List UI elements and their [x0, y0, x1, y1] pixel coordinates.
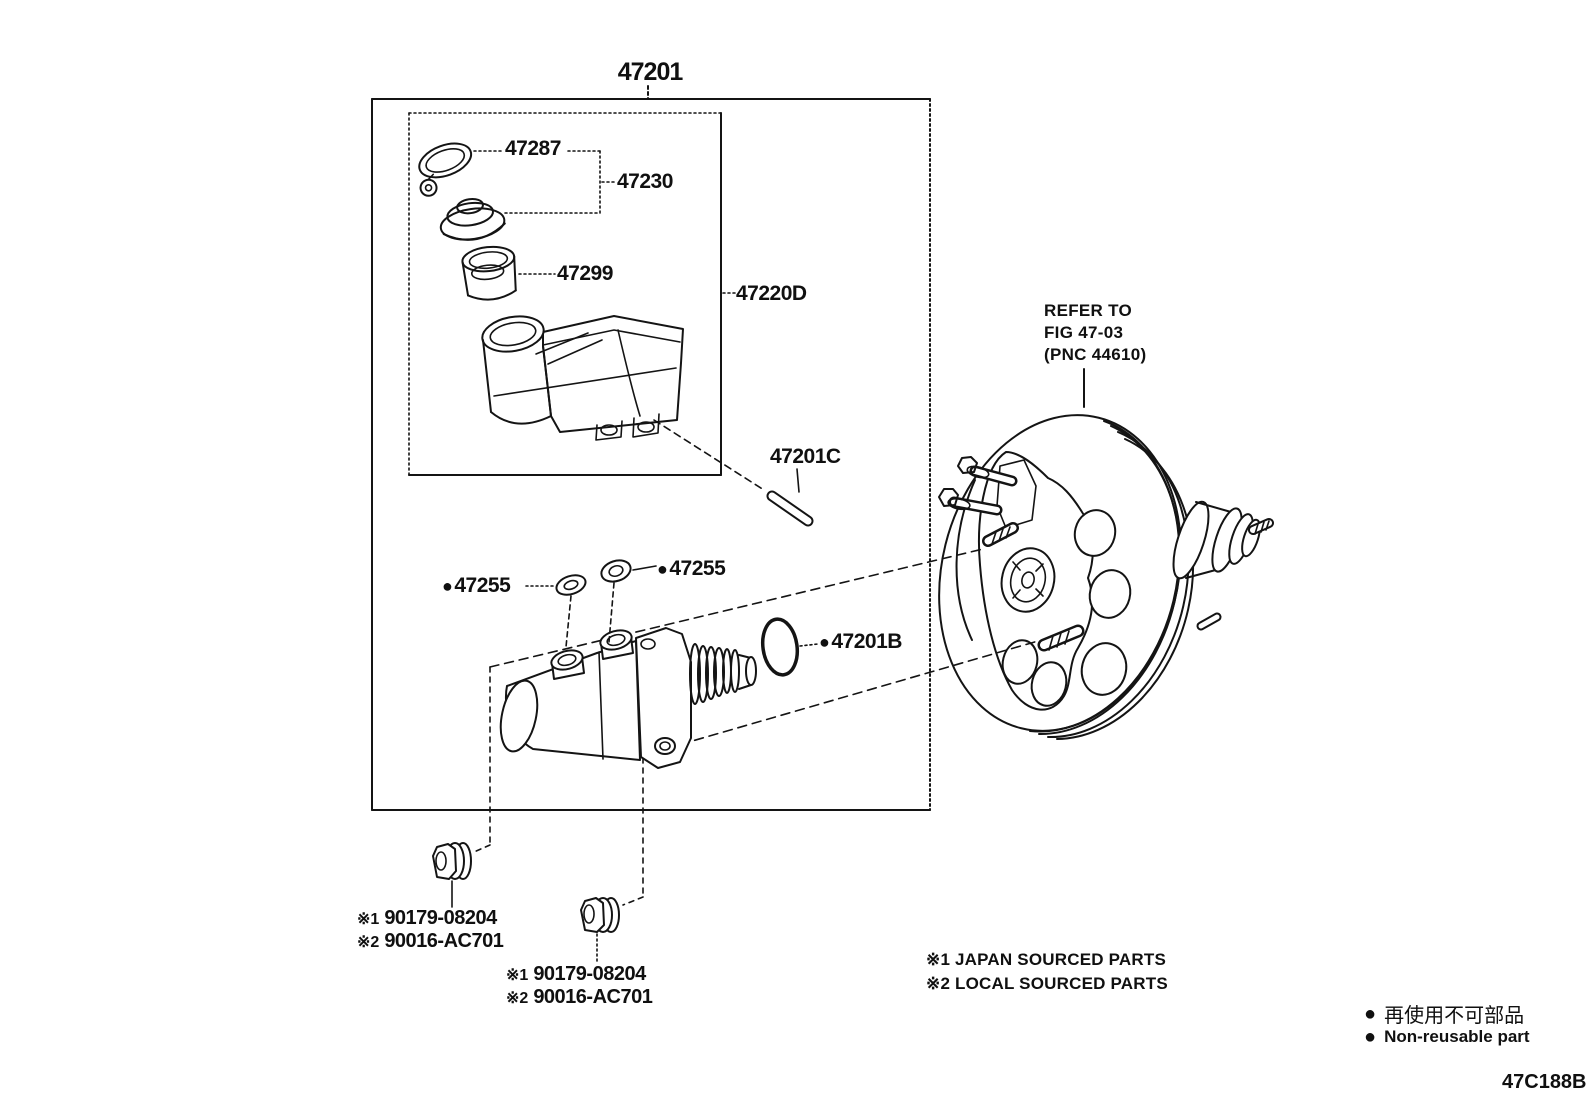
non-reusable-dot-icon: ●	[819, 632, 830, 652]
sourcing-footnotes: ※1 JAPAN SOURCED PARTS ※2 LOCAL SOURCED …	[926, 948, 1168, 996]
refer-note: REFER TO FIG 47-03 (PNC 44610)	[1044, 300, 1147, 366]
non-reusable-text-jp: 再使用不可部品	[1384, 1005, 1525, 1027]
part-label-47255-right: ● 47255	[657, 557, 726, 581]
non-reusable-dot-icon: ●	[442, 576, 453, 596]
nut-rear-drawing	[580, 897, 620, 962]
part-label-47201c: 47201C	[770, 445, 841, 468]
projection-dashed-lines	[473, 548, 1039, 906]
gasket-drawing	[418, 142, 473, 197]
non-reusable-text-en: Non-reusable part	[1384, 1027, 1530, 1046]
nut-note-row: ※1 90179-08204	[506, 963, 652, 986]
nut-note-row: ※2 90016-AC701	[357, 930, 504, 953]
brake-booster-drawing	[938, 368, 1274, 740]
part-label-47220d: 47220D	[736, 282, 807, 305]
part-number: 90179-08204	[384, 907, 497, 929]
reservoir-cap-drawing	[439, 197, 506, 241]
part-label-47201b: ● 47201B	[819, 630, 902, 654]
non-reusable-dot-icon: ●	[657, 559, 668, 579]
part-label-47287: 47287	[505, 137, 561, 160]
nut-front-drawing	[432, 842, 472, 908]
ref-mark-2: ※2	[506, 990, 529, 1007]
nut-note-row: ※2 90016-AC701	[506, 986, 653, 1009]
reservoir-subassembly-frame	[408, 112, 722, 476]
ref-mark-1: ※1	[357, 911, 380, 928]
part-number: 47201B	[831, 630, 902, 653]
refer-note-line2: FIG 47-03	[1044, 323, 1124, 342]
part-label-47201: 47201	[617, 58, 684, 86]
part-label-47299: 47299	[557, 262, 613, 285]
strainer-drawing	[461, 245, 517, 301]
master-cylinder-drawing	[499, 627, 757, 769]
reservoir-tank-drawing	[481, 315, 684, 441]
part-number: 47255	[454, 574, 511, 597]
part-label-47230: 47230	[617, 170, 673, 193]
ref-mark-2: ※2	[357, 934, 380, 951]
non-reusable-dot-icon: ●	[1364, 1026, 1377, 1048]
ref-mark-1: ※1	[506, 967, 529, 984]
grommet-drawings	[525, 559, 657, 648]
footnote-japan: ※1 JAPAN SOURCED PARTS	[926, 950, 1166, 969]
refer-note-line1: REFER TO	[1044, 301, 1133, 320]
oring-drawing	[760, 617, 819, 677]
non-reusable-note-en: ● Non-reusable part	[1364, 1027, 1530, 1047]
nut-note-row: ※1 90179-08204	[357, 907, 503, 930]
figure-code: 47C188B	[1502, 1071, 1587, 1093]
non-reusable-dot-icon: ●	[1364, 1002, 1377, 1025]
nut-rear-part-numbers: ※1 90179-08204 ※2 90016-AC701	[506, 963, 653, 1009]
non-reusable-note-jp: ● 再使用不可部品	[1364, 999, 1524, 1028]
part-label-47255-left: ● 47255	[442, 574, 511, 598]
nut-front-part-numbers: ※1 90179-08204 ※2 90016-AC701	[357, 907, 504, 953]
part-number: 90179-08204	[533, 963, 646, 985]
footnote-local: ※2 LOCAL SOURCED PARTS	[926, 974, 1168, 993]
clip-pin-drawing	[653, 419, 814, 527]
refer-note-line3: (PNC 44610)	[1044, 345, 1147, 364]
part-number: 90016-AC701	[384, 930, 504, 952]
assembly-frame	[371, 85, 931, 811]
part-number: 47255	[669, 557, 726, 580]
part-number: 90016-AC701	[533, 986, 653, 1008]
leader-lines-top	[473, 150, 736, 294]
